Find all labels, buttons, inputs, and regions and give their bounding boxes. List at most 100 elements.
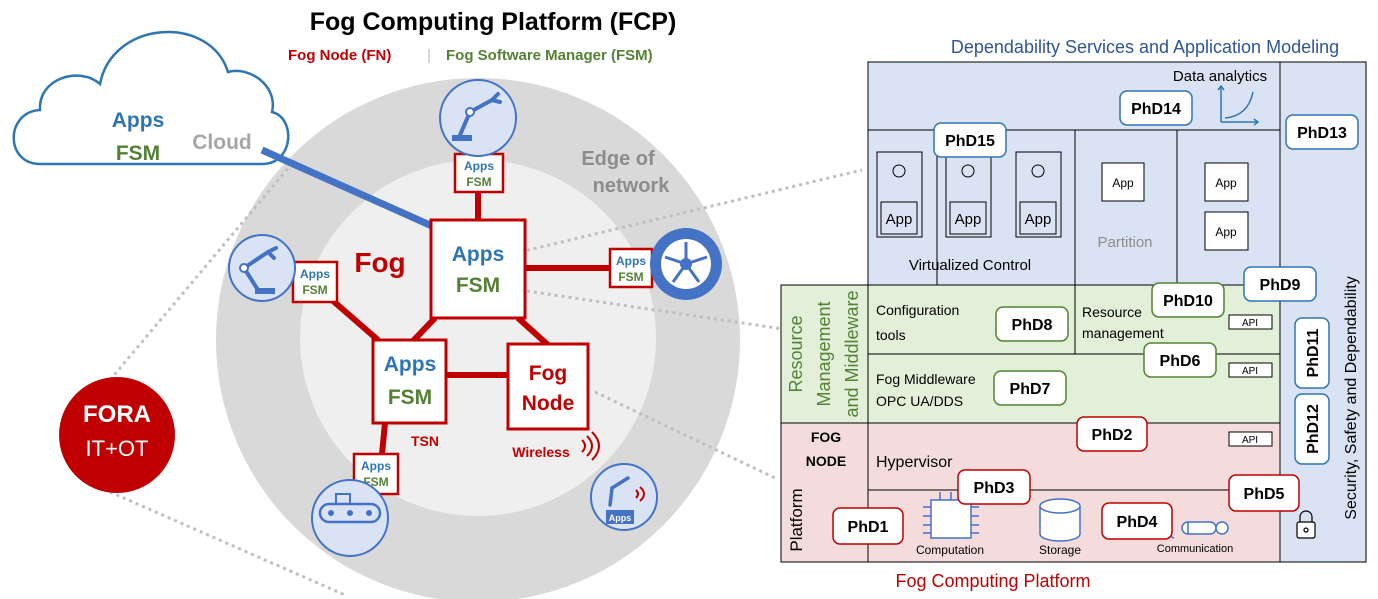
phd7-badge: PhD7 (993, 370, 1067, 406)
phd8-badge: PhD8 (995, 306, 1069, 342)
platform-label: Platform (787, 488, 806, 551)
communication-label: Communication (1157, 543, 1233, 555)
small-node-right: Apps FSM (608, 247, 654, 289)
svg-text:App: App (886, 211, 913, 228)
vm-boxes: App App App (876, 130, 1062, 285)
partition-app-box (1101, 162, 1145, 202)
fog-node-line2: Node (522, 392, 575, 415)
api-box-1: API (1228, 314, 1273, 330)
subtitle-fn: Fog Node (FN) (288, 47, 391, 64)
fog-links (330, 190, 610, 455)
svg-text:PhD5: PhD5 (1244, 486, 1285, 503)
svg-text:FSM: FSM (618, 270, 643, 284)
tsn-label: TSN (411, 433, 439, 449)
svg-text:App: App (1025, 211, 1052, 228)
svg-text:PhD1: PhD1 (848, 519, 889, 536)
center-node-apps: Apps (452, 243, 505, 266)
lower-node-apps: Apps (384, 353, 437, 376)
phd12-badge: PhD12 (1294, 393, 1330, 465)
phd-badges: PhD1 PhD2 PhD3 PhD4 PhD5 PhD6 PhD7 PhD8 (832, 90, 1359, 545)
fog-middleware-2: OPC UA/DDS (876, 393, 963, 409)
fan-icon (650, 228, 722, 300)
svg-text:Apps: Apps (300, 267, 330, 281)
small-node-left: Apps FSM (291, 260, 339, 304)
fog-node-box (506, 342, 590, 431)
small-node-top: Apps FSM (453, 152, 505, 194)
page-title: Fog Computing Platform (FCP) (310, 8, 677, 36)
phd1-badge: PhD1 (832, 507, 904, 545)
analytics-chart-icon (1217, 84, 1260, 126)
bottom-title: Fog Computing Platform (895, 571, 1090, 591)
lock-icon (1296, 510, 1316, 539)
svg-text:App: App (1215, 225, 1237, 239)
security-label: Security, Safety and Dependability (1343, 276, 1360, 519)
lower-node (371, 338, 448, 425)
data-analytics-label: Data analytics (1173, 68, 1267, 85)
computation-label: Computation (916, 543, 984, 557)
wireless-label: Wireless (512, 444, 570, 460)
svg-text:Apps: Apps (609, 513, 632, 523)
api-box-3: API (1228, 431, 1273, 447)
phd3-badge: PhD3 (957, 469, 1031, 505)
phd9-badge: PhD9 (1243, 266, 1317, 302)
fog-node-label-1: FOG (811, 429, 841, 445)
hypervisor-label: Hypervisor (876, 454, 953, 471)
svg-text:PhD4: PhD4 (1117, 514, 1158, 531)
phd11-badge: PhD11 (1294, 317, 1330, 389)
phd6-badge: PhD6 (1143, 342, 1217, 378)
svg-text:PhD7: PhD7 (1010, 381, 1051, 398)
svg-text:API: API (1242, 366, 1258, 377)
zoom-lines-left (108, 159, 346, 597)
svg-text:PhD11: PhD11 (1305, 328, 1322, 377)
cloud-link (260, 146, 434, 230)
svg-text:PhD8: PhD8 (1012, 317, 1053, 334)
phd13-badge: PhD13 (1285, 114, 1359, 150)
wireless-icon (581, 431, 600, 461)
rmm-label-3: and Middleware (842, 290, 862, 417)
svg-text:App: App (1112, 176, 1134, 190)
center-node (429, 218, 527, 320)
subtitle-separator: | (427, 47, 431, 64)
partition-label: Partition (1097, 234, 1152, 251)
robot-arm-icon-top (439, 79, 517, 157)
cloud-fsm: FSM (116, 142, 160, 165)
rmm-label-1: Resource (786, 315, 806, 392)
phd14-badge: PhD14 (1119, 90, 1193, 126)
fora-sub: IT+OT (86, 436, 149, 461)
virtualized-control-label: Virtualized Control (909, 257, 1031, 274)
svg-text:PhD14: PhD14 (1131, 101, 1181, 118)
robot-arm-icon-left (228, 234, 296, 302)
edge-label-1: Edge of (581, 148, 655, 170)
svg-text:App: App (955, 211, 982, 228)
fog-node-label-2: NODE (806, 453, 846, 469)
svg-text:API: API (1242, 435, 1258, 446)
svg-text:PhD15: PhD15 (945, 133, 995, 150)
wireless-robot-icon: Apps (590, 463, 658, 531)
svg-text:PhD12: PhD12 (1305, 404, 1322, 454)
svg-text:PhD9: PhD9 (1260, 277, 1301, 294)
subtitle-fsm: Fog Software Manager (FSM) (446, 47, 653, 64)
phd4-badge: PhD4 (1101, 502, 1173, 540)
fog-middleware-1: Fog Middleware (876, 371, 976, 387)
svg-text:Apps: Apps (616, 254, 646, 268)
app-box-2 (1204, 211, 1249, 251)
cloud-apps: Apps (112, 109, 165, 132)
svg-text:App: App (1215, 176, 1237, 190)
phd5-badge: PhD5 (1228, 474, 1300, 512)
svg-text:Apps: Apps (361, 459, 391, 473)
phd15-badge: PhD15 (933, 122, 1007, 158)
small-node-bottom: Apps FSM (352, 452, 400, 496)
edge-label-2: network (593, 175, 671, 197)
app-box-1 (1204, 162, 1249, 202)
center-node-fsm: FSM (456, 274, 500, 297)
resource-mgmt-1: Resource (1082, 304, 1142, 320)
svg-text:PhD2: PhD2 (1092, 427, 1133, 444)
phd10-badge: PhD10 (1151, 282, 1225, 318)
svg-text:PhD10: PhD10 (1163, 293, 1213, 310)
rmm-label-2: Management (814, 301, 834, 406)
fog-label: Fog (354, 247, 405, 278)
cloud-label: Cloud (192, 131, 251, 154)
conveyor-icon (311, 479, 389, 557)
svg-text:PhD13: PhD13 (1297, 125, 1347, 142)
fora-badge: FORA IT+OT (59, 377, 175, 493)
